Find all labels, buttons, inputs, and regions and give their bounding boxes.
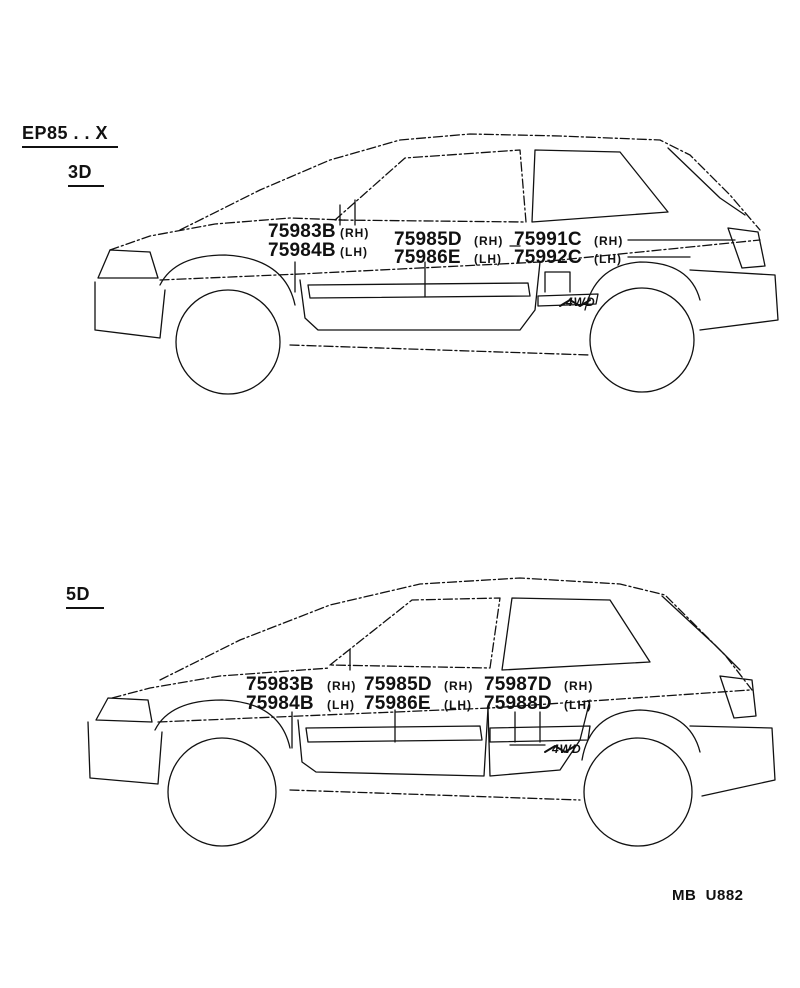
badge-4wd-3d: 4WD <box>566 295 596 309</box>
side-label: (LH) <box>327 698 355 712</box>
part-number: 75986E <box>394 247 461 268</box>
front-bumper-3d <box>94 281 166 339</box>
drawing-code: MB U882 <box>672 887 744 904</box>
front-bumper-5d <box>87 721 163 785</box>
part-number: 75985D <box>394 229 462 250</box>
side-label: (RH) <box>474 234 504 248</box>
side-label: (RH) <box>340 226 370 240</box>
rear-wheel-5d <box>583 737 693 847</box>
front-end-3d <box>97 249 159 279</box>
part-number: 75986E <box>364 693 431 714</box>
vehicle-3d <box>94 133 779 395</box>
vehicle-5d <box>87 577 776 847</box>
side-glass-3d <box>334 149 527 223</box>
c-pillar-3d <box>667 147 746 216</box>
front-glass-5d <box>329 597 501 669</box>
part-number: 75983B <box>246 674 314 695</box>
part-number: 75992C <box>514 247 582 268</box>
leader-lines-5d <box>291 649 546 749</box>
model-code: EP85 . . X <box>22 124 118 148</box>
front-door-moulding-5d <box>305 725 483 743</box>
part-number: 75987D <box>484 674 552 695</box>
part-number: 75988D <box>484 693 552 714</box>
side-label: (LH) <box>594 252 622 266</box>
front-door-5d <box>297 707 489 777</box>
rocker-3d <box>289 344 591 356</box>
part-number: 75984B <box>268 240 336 261</box>
rear-moulding-3d <box>537 293 599 307</box>
body-type-3d: 3D <box>68 163 104 187</box>
rear-bumper-5d <box>689 725 776 797</box>
side-label: (RH) <box>594 234 624 248</box>
rear-bumper-3d <box>689 269 779 331</box>
hood-5d <box>111 667 331 699</box>
tail-3d <box>727 227 766 269</box>
body-side-3d <box>159 239 761 281</box>
body-type-5d: 5D <box>66 585 104 609</box>
front-end-5d <box>95 697 153 723</box>
side-label: (RH) <box>444 679 474 693</box>
part-number: 75984B <box>246 693 314 714</box>
part-number: 75985D <box>364 674 432 695</box>
side-label: (LH) <box>444 698 472 712</box>
body-side-5d <box>157 689 751 723</box>
badge-script-5d <box>544 745 576 753</box>
rear-wheel-3d <box>589 287 695 393</box>
tail-5d <box>719 675 757 719</box>
leader-lines-3d <box>294 199 736 298</box>
door-moulding-3d <box>307 282 531 299</box>
rear-arch-5d <box>581 709 701 761</box>
front-arch-3d <box>159 254 296 306</box>
hood-3d <box>109 217 346 251</box>
rocker-5d <box>289 789 581 801</box>
door-3d <box>299 261 541 331</box>
roof-line-3d <box>179 133 761 231</box>
c-pillar-5d <box>661 595 741 671</box>
front-wheel-5d <box>167 737 277 847</box>
rear-glass-3d <box>531 149 669 223</box>
side-label: (RH) <box>327 679 357 693</box>
part-number: 75991C <box>514 229 582 250</box>
front-arch-5d <box>154 699 291 749</box>
side-label: (LH) <box>564 698 592 712</box>
part-number: 75983B <box>268 221 336 242</box>
badge-script-3d <box>559 299 591 307</box>
rear-glass-5d <box>501 597 651 671</box>
side-label: (LH) <box>474 252 502 266</box>
side-label: (LH) <box>340 245 368 259</box>
front-wheel-3d <box>175 289 281 395</box>
badge-4wd-5d: 4WD <box>552 742 582 756</box>
rear-arch-3d <box>584 261 701 311</box>
side-label: (RH) <box>564 679 594 693</box>
